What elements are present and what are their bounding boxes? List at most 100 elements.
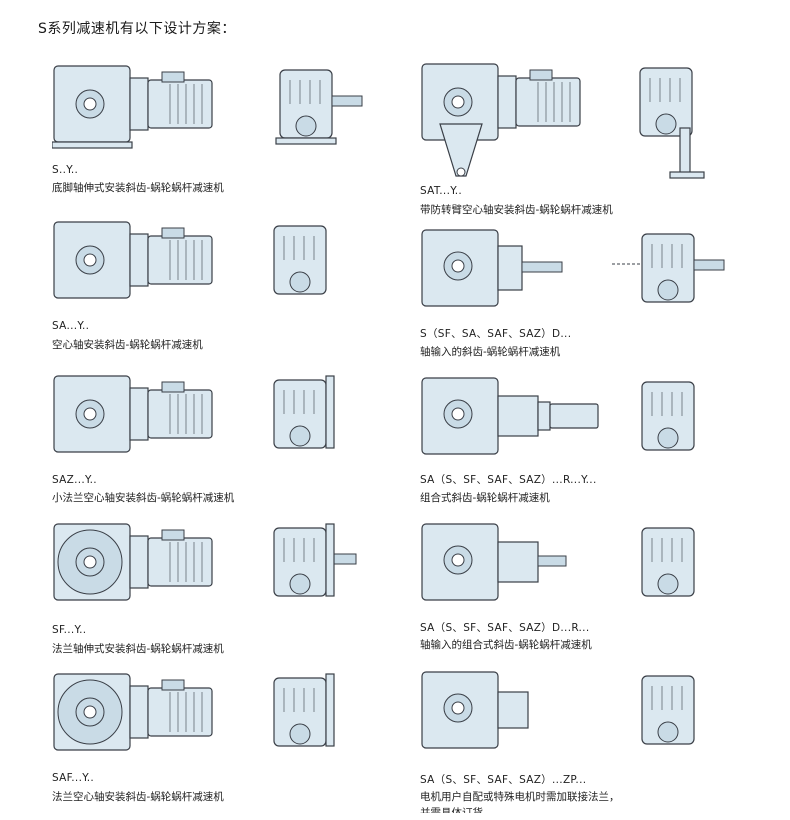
front-hub [289, 425, 311, 447]
design-description: 法兰轴伸式安装斜齿-蜗轮蜗杆减速机 [52, 643, 224, 655]
motor-body [147, 235, 213, 285]
adapter-block [129, 387, 149, 441]
output-bore [451, 259, 465, 273]
design-item-sa-r-y: SA（S、SF、SAF、SAZ）...R...Y... 组合式斜齿-蜗轮蜗杆减速… [420, 374, 780, 524]
adapter-block [129, 685, 149, 739]
motor-flange [537, 401, 551, 431]
design-code: S（SF、SA、SAF、SAZ）D... [420, 328, 572, 340]
design-item-saf-y: SAF...Y.. 法兰空心轴安装斜齿-蜗轮蜗杆减速机 [52, 670, 412, 820]
gearbox-drawing-torque-arm [421, 63, 705, 179]
output-bore [83, 407, 97, 421]
gearbox-drawing-shaft-input [421, 229, 725, 307]
output-shaft [693, 259, 725, 271]
torque-arm [679, 127, 691, 175]
design-item-sa-y: SA...Y.. 空心轴安装斜齿-蜗轮蜗杆减速机 [52, 218, 412, 368]
design-description: 法兰空心轴安装斜齿-蜗轮蜗杆减速机 [52, 791, 224, 803]
front-hub [289, 573, 311, 595]
design-item-s-y: S..Y.. 底脚轴伸式安装斜齿-蜗轮蜗杆减速机 [52, 62, 412, 212]
design-description: 带防转臂空心轴安装斜齿-蜗轮蜗杆减速机 [420, 204, 613, 216]
terminal-box [161, 529, 185, 541]
front-hub [289, 271, 311, 293]
output-bore [451, 553, 465, 567]
front-hub [657, 279, 679, 301]
design-description: 轴输入的组合式斜齿-蜗轮蜗杆减速机 [420, 639, 592, 651]
design-code: SAZ...Y.. [52, 474, 97, 486]
front-housing [641, 527, 695, 597]
output-bore [83, 253, 97, 267]
front-housing [273, 225, 327, 295]
design-item-sa-zp: SA（S、SF、SAF、SAZ）...ZP... 电机用户自配或特殊电机时需加联… [420, 668, 780, 818]
front-housing [639, 67, 693, 137]
design-item-sa-d-r: SA（S、SF、SAF、SAZ）D...R... 轴输入的组合式斜齿-蜗轮蜗杆减… [420, 520, 780, 670]
adapter-block [129, 535, 149, 589]
input-shaft [537, 555, 567, 567]
design-item-s-d: S（SF、SA、SAF、SAZ）D... 轴输入的斜齿-蜗轮蜗杆减速机 [420, 226, 780, 376]
helical-stage [497, 541, 539, 583]
front-hub [657, 427, 679, 449]
foot-plate [275, 137, 337, 145]
design-description: 小法兰空心轴安装斜齿-蜗轮蜗杆减速机 [52, 492, 235, 504]
design-item-sf-y: SF...Y.. 法兰轴伸式安装斜齿-蜗轮蜗杆减速机 [52, 520, 412, 670]
terminal-box [529, 69, 553, 81]
design-description: 电机用户自配或特殊电机时需加联接法兰， [420, 791, 620, 803]
output-bore [451, 701, 465, 715]
mount-flange [325, 673, 335, 747]
output-bore [451, 407, 465, 421]
design-code: SA...Y.. [52, 320, 90, 332]
input-shaft [521, 261, 563, 273]
adapter-flange [497, 691, 529, 729]
motor-body [147, 389, 213, 439]
terminal-box [161, 679, 185, 691]
small-motor [549, 403, 599, 429]
front-housing [641, 675, 695, 745]
adapter-block [129, 233, 149, 287]
motor-body [147, 687, 213, 737]
page-title: S系列减速机有以下设计方案： [38, 21, 236, 37]
gearbox-drawing-small-flange [53, 375, 335, 453]
torque-arm [439, 123, 483, 177]
design-item-saz-y: SAZ...Y.. 小法兰空心轴安装斜齿-蜗轮蜗杆减速机 [52, 372, 412, 522]
design-code: S..Y.. [52, 164, 79, 176]
design-description: 轴输入的斜齿-蜗轮蜗杆减速机 [420, 346, 561, 358]
gearbox-drawing-combined [421, 377, 695, 455]
design-description: 空心轴安装斜齿-蜗轮蜗杆减速机 [52, 339, 203, 351]
gearbox-drawing-foot-mounted [52, 65, 363, 149]
output-bore [83, 705, 97, 719]
design-description-continued: 并需具体订货 [420, 807, 483, 813]
design-code: SAT...Y.. [420, 185, 463, 197]
foot-plate [52, 141, 133, 149]
design-code: SA（S、SF、SAF、SAZ）...R...Y... [420, 474, 597, 486]
design-code: SA（S、SF、SAF、SAZ）D...R... [420, 622, 590, 634]
design-code: SF...Y.. [52, 624, 87, 636]
gearbox-drawing-adapter-flange [421, 671, 695, 749]
motor-body [515, 77, 581, 127]
adapter-block [129, 77, 149, 131]
output-bore [83, 97, 97, 111]
front-hub [657, 573, 679, 595]
gearbox-drawing-flange-hollow [53, 673, 335, 751]
helical-stage [497, 395, 539, 437]
design-code: SA（S、SF、SAF、SAZ）...ZP... [420, 774, 587, 786]
output-bore [83, 555, 97, 569]
front-hub [295, 115, 317, 137]
gearbox-drawing-hollow-shaft [53, 221, 327, 299]
output-shaft [331, 95, 363, 107]
design-item-sat-y: SAT...Y.. 带防转臂空心轴安装斜齿-蜗轮蜗杆减速机 [420, 60, 780, 216]
arm-bracket [669, 171, 705, 179]
front-hub [655, 113, 677, 135]
design-description: 组合式斜齿-蜗轮蜗杆减速机 [420, 492, 550, 504]
front-hub [657, 721, 679, 743]
design-description: 底脚轴伸式安装斜齿-蜗轮蜗杆减速机 [52, 182, 224, 194]
terminal-box [161, 381, 185, 393]
motor-body [147, 537, 213, 587]
mount-flange [325, 375, 335, 449]
terminal-box [161, 227, 185, 239]
front-housing [641, 381, 695, 451]
torque-arm-pin [456, 167, 466, 177]
front-hub [289, 723, 311, 745]
output-bore [451, 95, 465, 109]
gearbox-drawing-combined-shaft-input [421, 523, 695, 601]
motor-body [147, 79, 213, 129]
mount-flange [325, 523, 335, 597]
input-housing [497, 245, 523, 291]
